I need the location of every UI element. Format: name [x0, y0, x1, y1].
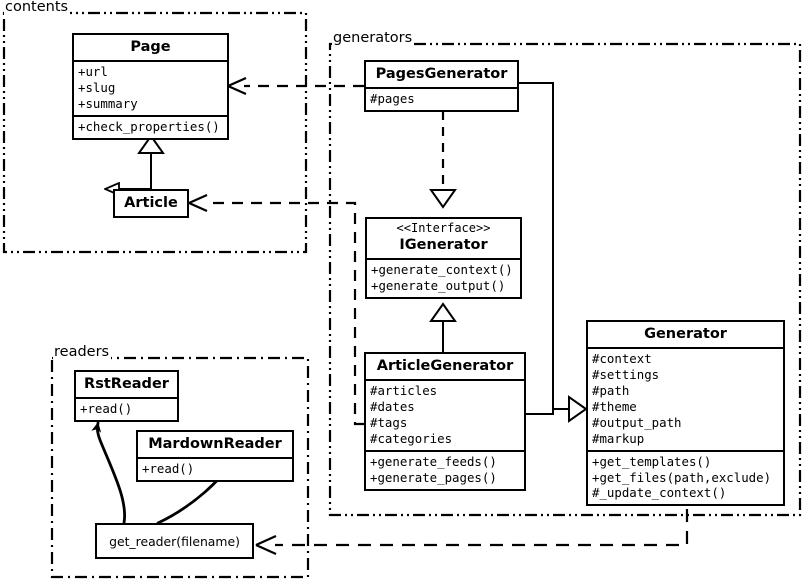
method-item: +read(): [142, 461, 195, 477]
class-name-generator: Generator: [644, 326, 727, 342]
class-attributes-generator: #context #settings #path #theme #output_…: [588, 347, 783, 449]
method-item: +generate_feeds(): [370, 453, 497, 469]
class-stereotype-igenerator: <<Interface>>: [396, 221, 491, 235]
class-methods-page: +check_properties(): [74, 114, 227, 138]
class-box-igenerator[interactable]: <<Interface>> IGenerator +generate_conte…: [365, 217, 522, 299]
class-box-mardown-reader[interactable]: MardownReader +read(): [136, 430, 294, 483]
class-attributes-page: +url +slug +summary: [74, 60, 227, 115]
edge-articlegenerator-inherits-generator: [526, 409, 554, 415]
attribute-item: #theme: [592, 398, 637, 414]
attribute-item: #pages: [370, 91, 415, 107]
class-name-mardown-reader: MardownReader: [148, 436, 282, 452]
attribute-item: +slug: [78, 80, 116, 96]
class-box-page[interactable]: Page +url +slug +summary +check_properti…: [72, 33, 229, 140]
attribute-item: #articles: [370, 383, 438, 399]
attribute-item: +url: [78, 64, 108, 80]
attribute-item: #settings: [592, 367, 660, 383]
function-label-get-reader: get_reader(filename): [109, 533, 240, 549]
function-box-get-reader[interactable]: get_reader(filename): [95, 523, 254, 559]
method-item: +get_files(path,exclude): [592, 469, 772, 485]
method-item: #_update_context(): [592, 485, 727, 501]
class-name-article: Article: [124, 195, 178, 211]
class-attributes-pages-generator: #pages: [366, 87, 517, 110]
class-attributes-article-generator: #articles #dates #tags #categories: [366, 379, 524, 450]
package-border-contents: [2, 11, 308, 254]
method-item: +generate_context(): [371, 262, 513, 278]
class-box-article[interactable]: Article: [113, 189, 189, 219]
class-name-page: Page: [130, 39, 171, 55]
package-border-generators: [328, 42, 802, 517]
edge-pagesgenerator-inherits-generator: [519, 82, 588, 423]
package-border-readers: [50, 356, 310, 579]
edge-article-inherits-page: [119, 134, 165, 189]
edge-generator-depends-get-reader: [255, 509, 689, 556]
method-item: +read(): [80, 401, 133, 417]
class-name-pages-generator: PagesGenerator: [375, 66, 508, 82]
class-methods-generator: +get_templates() +get_files(path,exclude…: [588, 449, 783, 505]
class-name-article-generator: ArticleGenerator: [376, 358, 514, 374]
class-box-generator[interactable]: Generator #context #settings #path #them…: [586, 320, 785, 507]
package-label-readers: readers: [53, 344, 112, 360]
edge-pagesgenerator-depends-page: [227, 76, 364, 96]
package-label-generators: generators: [332, 30, 415, 46]
method-item: +generate_pages(): [370, 469, 497, 485]
class-name-rst-reader: RstReader: [84, 376, 169, 392]
class-name-igenerator: IGenerator: [399, 236, 488, 253]
attribute-item: #categories: [370, 430, 453, 446]
class-box-rst-reader[interactable]: RstReader +read(): [74, 370, 179, 423]
edge-articlegenerator-realizes-igenerator: [429, 302, 457, 352]
method-item: +generate_output(): [371, 277, 506, 293]
attribute-item: #tags: [370, 415, 408, 431]
edge-articlegenerator-depends-article: [188, 193, 364, 426]
class-methods-article-generator: +generate_feeds() +generate_pages(): [366, 449, 524, 489]
attribute-item: #markup: [592, 430, 645, 446]
attribute-item: +summary: [78, 96, 138, 112]
attribute-item: #context: [592, 351, 652, 367]
attribute-item: #path: [592, 383, 630, 399]
attribute-item: #dates: [370, 399, 415, 415]
class-methods-mardown-reader: +read(): [138, 457, 292, 480]
edge-pagesgenerator-realizes-igenerator: [429, 111, 457, 209]
edge-get-reader-creates-rstreader: [91, 421, 127, 525]
class-methods-rst-reader: +read(): [76, 397, 177, 420]
method-item: +check_properties(): [78, 118, 220, 134]
class-box-pages-generator[interactable]: PagesGenerator #pages: [364, 60, 519, 113]
package-label-contents: contents: [4, 0, 71, 15]
attribute-item: #output_path: [592, 414, 682, 430]
method-item: +get_templates(): [592, 453, 712, 469]
class-methods-igenerator: +generate_context() +generate_output(): [367, 258, 520, 297]
class-box-article-generator[interactable]: ArticleGenerator #articles #dates #tags …: [364, 352, 526, 491]
